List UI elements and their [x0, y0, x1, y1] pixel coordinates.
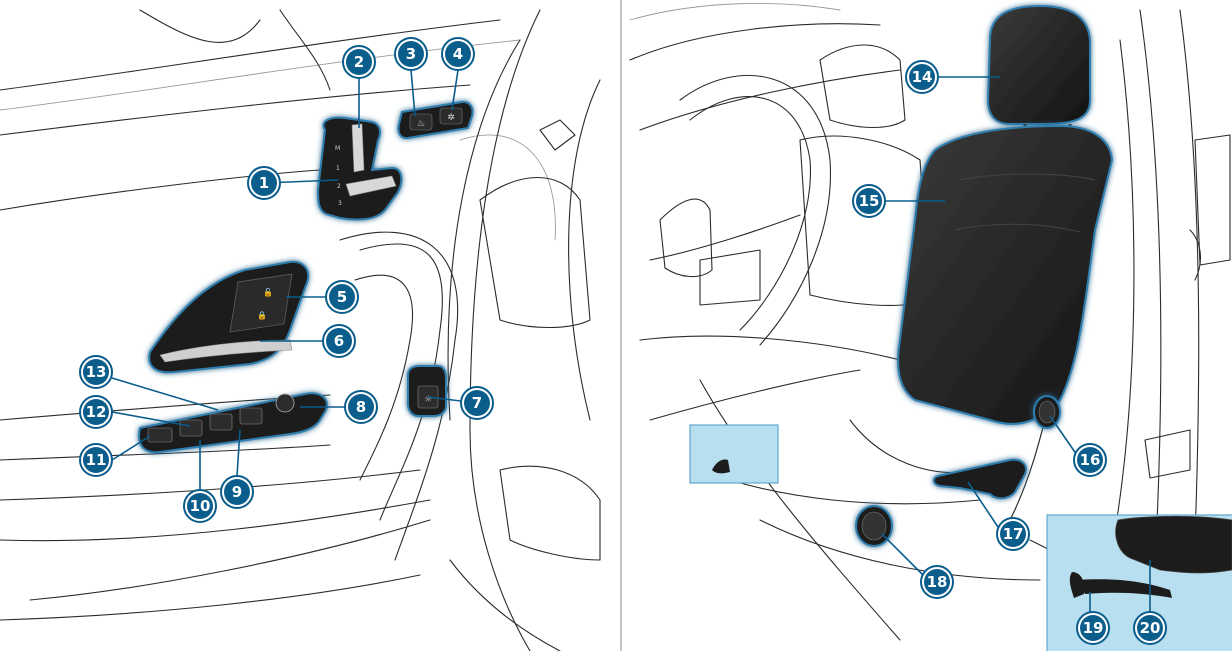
backrest-adjust-switch[interactable] — [352, 124, 364, 172]
callout-8: 8 — [345, 391, 377, 423]
callout-13: 13 — [80, 356, 112, 388]
callout-17: 17 — [997, 518, 1029, 550]
callout-16: 16 — [1074, 444, 1106, 476]
svg-text:3: 3 — [406, 45, 416, 63]
child-lock-button[interactable] — [148, 428, 172, 442]
seat-view — [630, 3, 1232, 651]
window-switch-rear-left[interactable] — [180, 420, 202, 436]
callout-15: 15 — [853, 185, 885, 217]
svg-text:6: 6 — [334, 332, 344, 350]
svg-text:20: 20 — [1140, 619, 1161, 637]
callout-12: 12 — [80, 396, 112, 428]
svg-text:17: 17 — [1003, 525, 1024, 543]
fore-aft-lever-housing — [934, 460, 1026, 499]
light-icon: ☼ — [424, 395, 432, 405]
seat-ventilation-icon: ✲ — [447, 113, 455, 123]
callout-19: 19 — [1077, 612, 1109, 644]
callout-3: 3 — [395, 38, 427, 70]
memory-label-2: 2 — [337, 183, 341, 190]
callout-18: 18 — [921, 566, 953, 598]
svg-text:5: 5 — [337, 288, 347, 306]
window-switch-front-right[interactable] — [240, 408, 262, 424]
svg-text:11: 11 — [86, 451, 107, 469]
svg-text:15: 15 — [859, 192, 880, 210]
svg-text:9: 9 — [232, 483, 242, 501]
callout-10: 10 — [184, 490, 216, 522]
callout-9: 9 — [221, 476, 253, 508]
lock-unlock-switch[interactable] — [230, 274, 292, 332]
seat-backrest — [898, 126, 1112, 424]
svg-text:1: 1 — [259, 174, 269, 192]
callout-11: 11 — [80, 444, 112, 476]
callout-2: 2 — [343, 46, 375, 78]
headrest — [988, 6, 1090, 124]
svg-text:4: 4 — [453, 45, 463, 63]
callout-6: 6 — [323, 325, 355, 357]
memory-label-1: 1 — [336, 165, 340, 172]
memory-label-m: M — [335, 145, 340, 152]
memory-label-3: 3 — [338, 200, 342, 207]
mirror-adjust-knob[interactable] — [276, 394, 294, 412]
callout-5: 5 — [326, 281, 358, 313]
lock-icon: 🔒 — [257, 311, 267, 320]
callout-4: 4 — [442, 38, 474, 70]
svg-text:13: 13 — [86, 363, 107, 381]
callout-7: 7 — [461, 387, 493, 419]
floor-lever-inset — [690, 425, 778, 483]
seat-heating-icon: ♨ — [417, 119, 425, 129]
callout-14: 14 — [906, 61, 938, 93]
svg-text:2: 2 — [354, 53, 364, 71]
unlock-icon: 🔓 — [263, 287, 273, 297]
svg-text:12: 12 — [86, 403, 107, 421]
svg-text:19: 19 — [1083, 619, 1104, 637]
callout-20: 20 — [1134, 612, 1166, 644]
svg-text:7: 7 — [472, 394, 482, 412]
svg-text:10: 10 — [190, 497, 211, 515]
svg-text:16: 16 — [1080, 451, 1101, 469]
svg-text:14: 14 — [912, 68, 933, 86]
seat-height-knob[interactable] — [862, 512, 886, 540]
svg-text:8: 8 — [356, 398, 366, 416]
svg-text:18: 18 — [927, 573, 948, 591]
callout-1: 1 — [248, 167, 280, 199]
window-switch-front-left[interactable] — [210, 414, 232, 430]
door-panel-view: M 1 2 3 ♨ ✲ 🔓 🔒 ☼ — [0, 0, 616, 651]
